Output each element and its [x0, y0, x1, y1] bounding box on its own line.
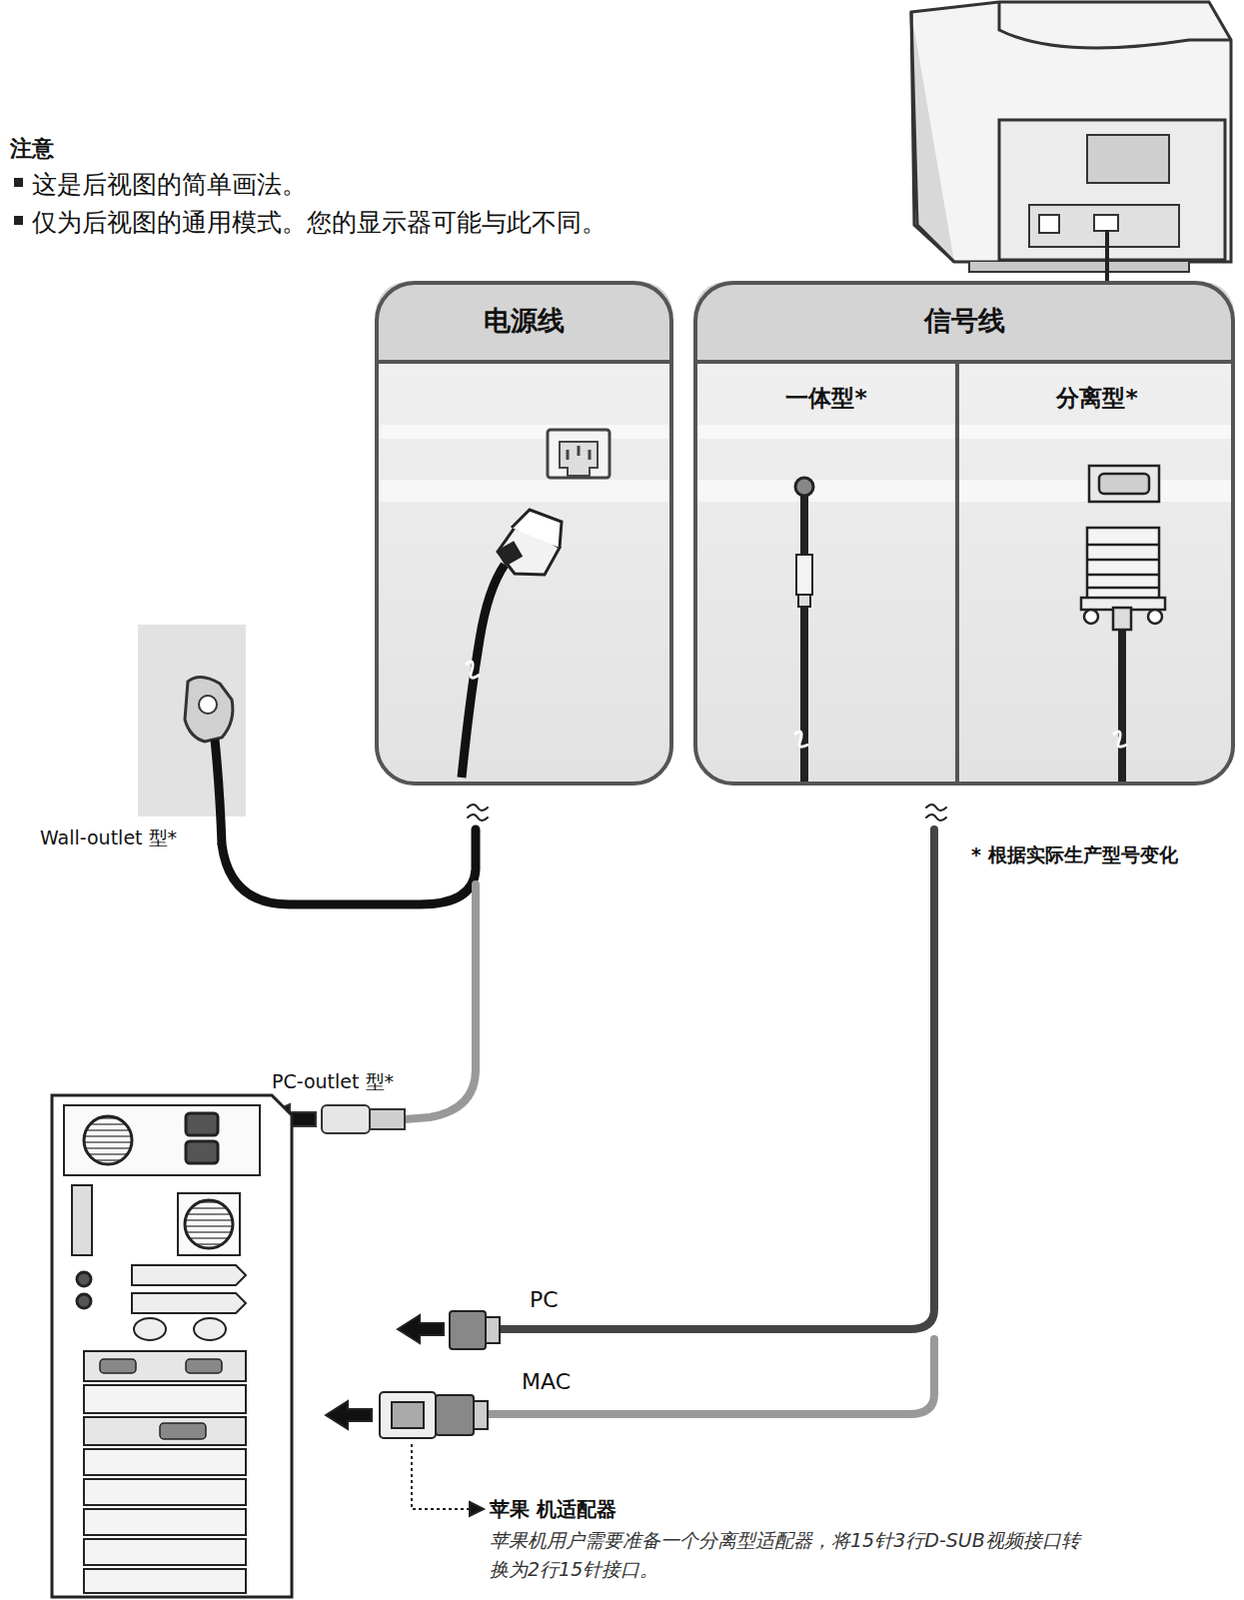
power-cord-panel: 电源线	[374, 280, 674, 786]
panel-heading: 分离型*	[963, 381, 1232, 414]
connector-label: PC	[529, 1286, 559, 1312]
monitor	[911, 1, 1232, 281]
pc-vga-plug	[397, 1310, 500, 1349]
outlet-type-label: PC-outlet 型*	[271, 1069, 394, 1096]
separate-type-panel: 分离型*	[963, 361, 1232, 782]
panel-heading: 一体型*	[697, 381, 956, 414]
adapter-label: 苹果 机适配器	[489, 1495, 617, 1523]
signal-cable-panel: 信号线一体型*分离型*	[693, 280, 1236, 786]
outlet-type-label: Wall-outlet 型*	[39, 825, 177, 852]
separate-signal-connector	[1081, 465, 1166, 782]
footnote: * 根据实际生产型号变化	[971, 842, 1179, 869]
integrated-type-panel: 一体型*	[697, 361, 960, 782]
signal-cable	[484, 804, 947, 1414]
note-text: 仅为后视图的通用模式。您的显示器可能与此不同。	[31, 205, 607, 239]
bullet-mark	[13, 215, 23, 225]
power-cord	[221, 804, 488, 1120]
panel-heading: 信号线	[697, 302, 1232, 339]
power-panel-ground	[374, 280, 674, 786]
wall-outlet	[137, 624, 246, 845]
connector-label: MAC	[521, 1368, 571, 1394]
panel-heading: 电源线	[378, 302, 670, 339]
power-plug	[461, 509, 562, 778]
bullet-mark	[13, 177, 23, 187]
note-text: 这是后视图的简单画法。	[31, 167, 307, 201]
adapter-note: 苹果机用户需要准备一个分离型适配器，将15针3行D-SUB视频接口转换为2行15…	[489, 1525, 1090, 1583]
power-socket	[547, 429, 610, 478]
integrated-signal-cable	[794, 477, 814, 782]
pc-tower	[51, 1095, 292, 1597]
mac-adapter	[325, 1391, 488, 1516]
signal-panel-ground	[693, 280, 1236, 786]
note-heading: 注意	[9, 133, 54, 164]
